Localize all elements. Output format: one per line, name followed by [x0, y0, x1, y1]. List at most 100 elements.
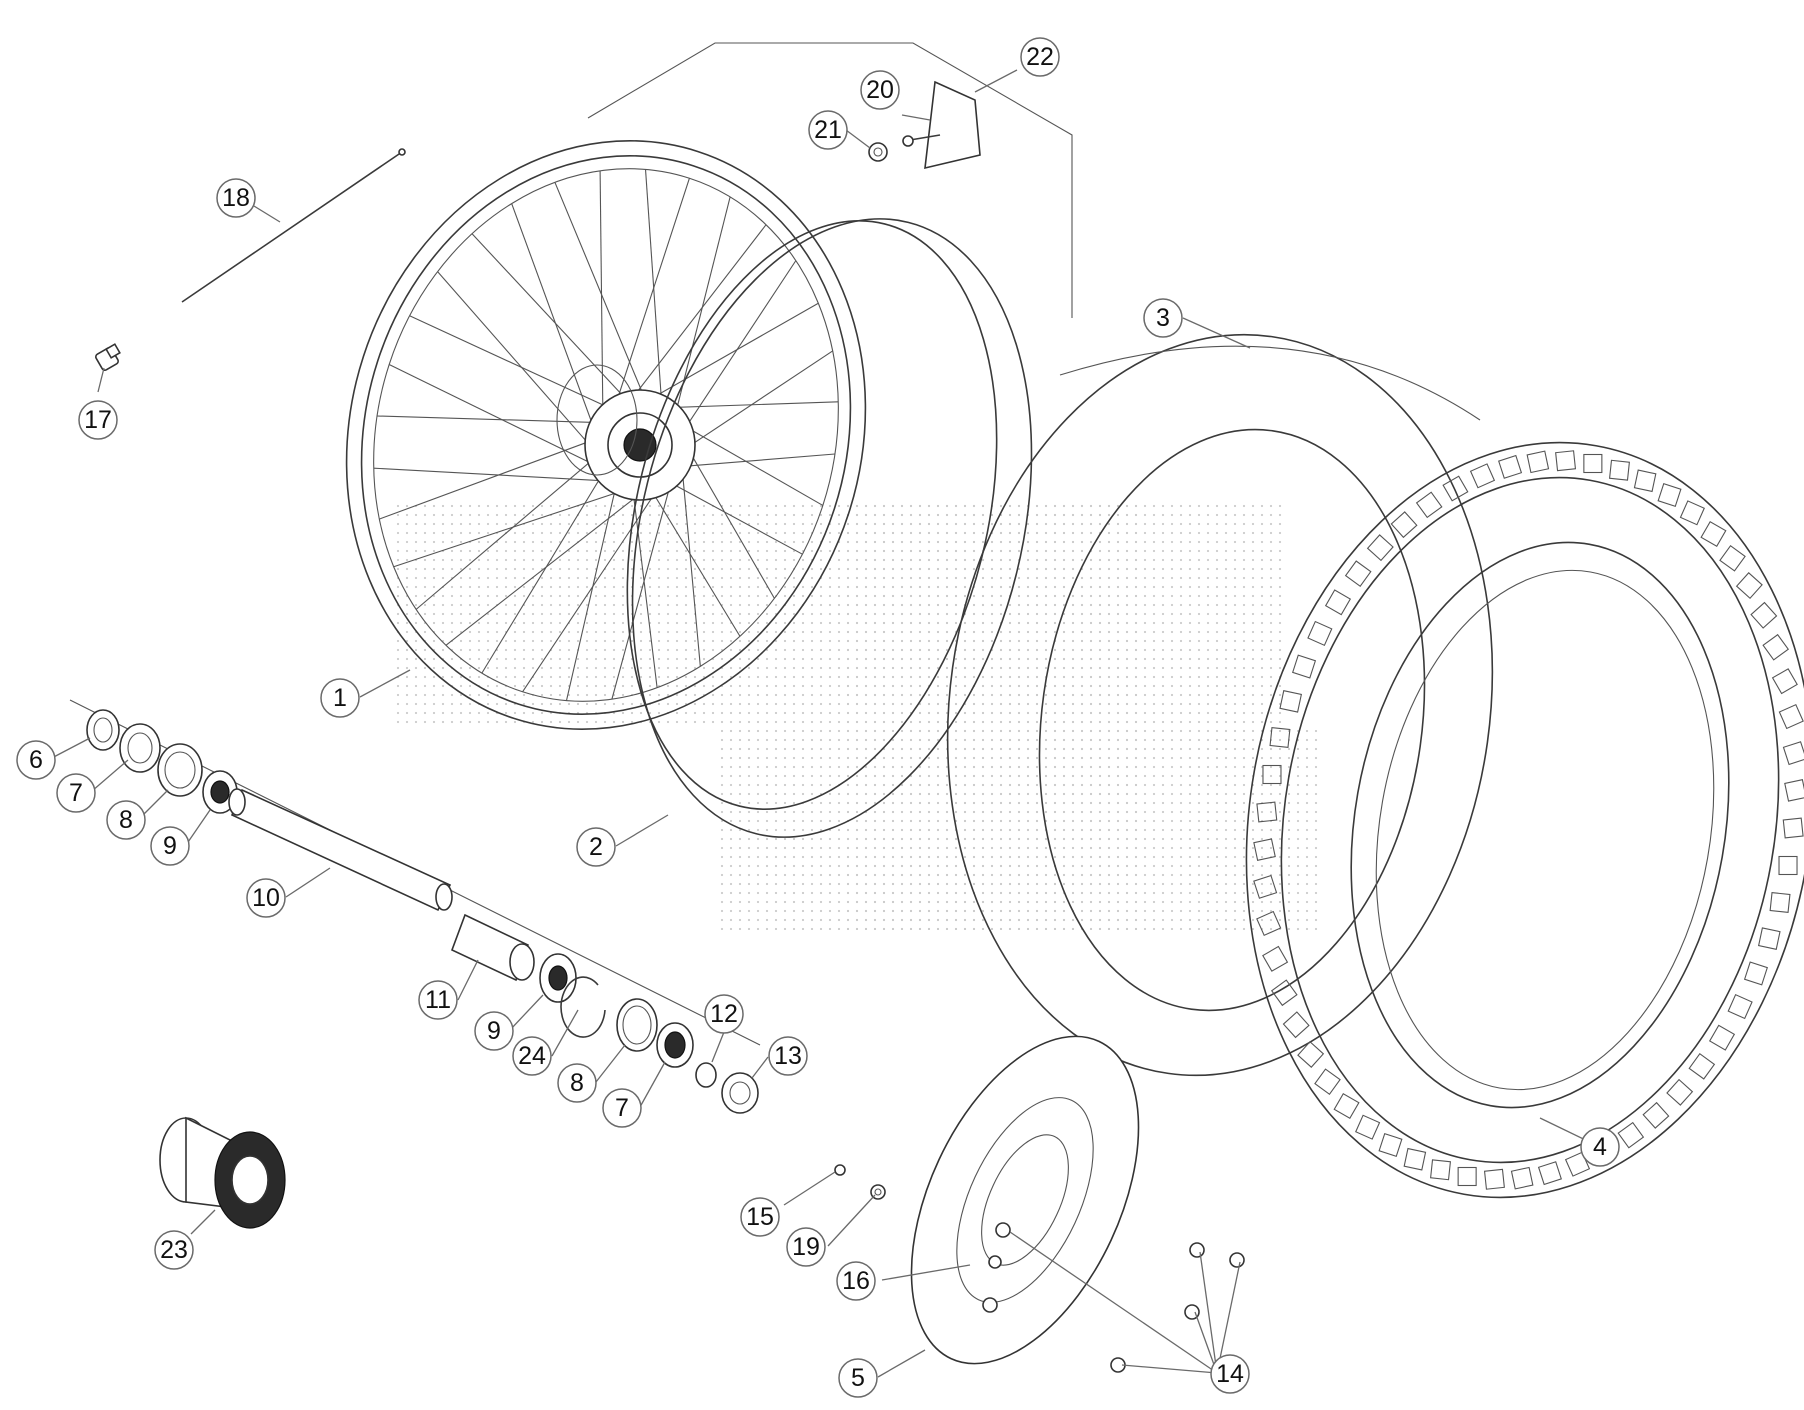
svg-text:16: 16 [842, 1267, 870, 1295]
tread-block [1256, 801, 1278, 823]
tread-block [1378, 1132, 1403, 1158]
inner-tube [946, 333, 1494, 1077]
tread-block [1617, 1121, 1645, 1149]
tread-block [1282, 1011, 1310, 1039]
tread-block [1324, 589, 1352, 616]
svg-text:12: 12 [710, 1000, 738, 1028]
svg-text:7: 7 [69, 779, 83, 807]
callout-24: 24 [512, 1036, 552, 1076]
tread-block [1457, 1166, 1477, 1187]
tread-block [1403, 1147, 1427, 1171]
svg-text:20: 20 [866, 76, 894, 104]
tread-block [1390, 511, 1418, 539]
tyre [1245, 441, 1804, 1199]
tread-block [1688, 1053, 1716, 1080]
callout-3: 3 [1143, 298, 1183, 338]
svg-text:7: 7 [615, 1094, 629, 1122]
callout-2: 2 [576, 827, 616, 867]
tread-block [1262, 945, 1289, 972]
tread-block [1782, 817, 1804, 839]
brake-disc-part [910, 1035, 1140, 1365]
svg-text:22: 22 [1026, 43, 1054, 71]
group-bracket-line [587, 42, 1073, 318]
leader-lines [47, 69, 1601, 1378]
callout-18: 18 [216, 178, 256, 218]
tread-block [1307, 620, 1333, 647]
tread-block [1608, 459, 1630, 481]
tread-block [1279, 690, 1303, 713]
callout-17: 17 [78, 400, 118, 440]
tread-block [1292, 654, 1317, 679]
callout-7b: 7 [602, 1088, 642, 1128]
svg-text:23: 23 [160, 1236, 188, 1264]
tread-block [1510, 1166, 1534, 1190]
wheel-spoke [611, 178, 690, 417]
tread-block [1537, 1161, 1562, 1186]
wheel-spoke [678, 350, 833, 454]
svg-text:15: 15 [746, 1203, 774, 1231]
wheel-spoke [471, 233, 633, 407]
tread-block [1430, 1159, 1452, 1181]
wheel-spoke [388, 364, 612, 474]
svg-text:11: 11 [425, 986, 451, 1014]
tread-block [1262, 764, 1282, 785]
callout-6: 6 [16, 740, 56, 780]
tread-block [1642, 1101, 1670, 1129]
callout-11: 11 [418, 980, 458, 1020]
tread-block [1700, 520, 1727, 548]
axle-stack [69, 699, 761, 1114]
svg-text:14: 14 [1216, 1360, 1244, 1388]
callout-5: 5 [838, 1358, 878, 1398]
rim-lock-part [902, 80, 981, 170]
wheel-spoke [679, 444, 701, 667]
tread-block [1415, 491, 1443, 519]
svg-text:17: 17 [84, 406, 112, 434]
callout-13: 13 [768, 1036, 808, 1076]
fasteners [834, 1164, 1245, 1373]
svg-text:5: 5 [851, 1364, 865, 1392]
tread-block [1314, 1068, 1341, 1096]
wheel-spoke [511, 203, 601, 446]
wheel-spoke [624, 224, 767, 409]
svg-text:2: 2 [589, 833, 603, 861]
wheel-spoke [673, 453, 835, 468]
callout-4: 4 [1580, 1127, 1620, 1167]
tread-block [1727, 993, 1753, 1020]
tread-block [1333, 1092, 1360, 1120]
tread-block [1269, 726, 1291, 748]
tread-block [1253, 838, 1276, 861]
wheel-spoke [377, 415, 607, 424]
svg-text:6: 6 [29, 746, 43, 774]
svg-text:8: 8 [119, 806, 133, 834]
svg-text:19: 19 [792, 1233, 820, 1261]
tread-block [1679, 500, 1705, 526]
tread-block [1442, 475, 1469, 502]
wheel-spoke [393, 484, 641, 568]
callout-10: 10 [246, 878, 286, 918]
tread-block [1633, 469, 1657, 493]
svg-text:10: 10 [252, 884, 280, 912]
svg-text:9: 9 [163, 832, 177, 860]
callout-14: 14 [1210, 1354, 1250, 1394]
tread-block [1297, 1041, 1325, 1068]
tread-block [1344, 560, 1372, 587]
callout-9a: 9 [150, 826, 190, 866]
wheel-spoke [672, 196, 731, 423]
tread-block [1483, 1168, 1505, 1190]
wheel-spoke [481, 466, 608, 674]
wheel-spoke [611, 460, 678, 700]
wheel-spoke [655, 401, 839, 409]
svg-text:1: 1 [333, 684, 347, 712]
tread-block [1366, 534, 1394, 562]
callout-16: 16 [836, 1261, 876, 1301]
tread-block [1719, 544, 1746, 572]
tread-block [1526, 450, 1550, 474]
tread-block [1782, 741, 1804, 766]
callout-7a: 7 [56, 773, 96, 813]
tread-block [1256, 910, 1282, 937]
tread-block [1771, 668, 1798, 695]
callout-23: 23 [154, 1230, 194, 1270]
tread-block [1757, 927, 1781, 950]
hub-part [159, 1116, 286, 1229]
